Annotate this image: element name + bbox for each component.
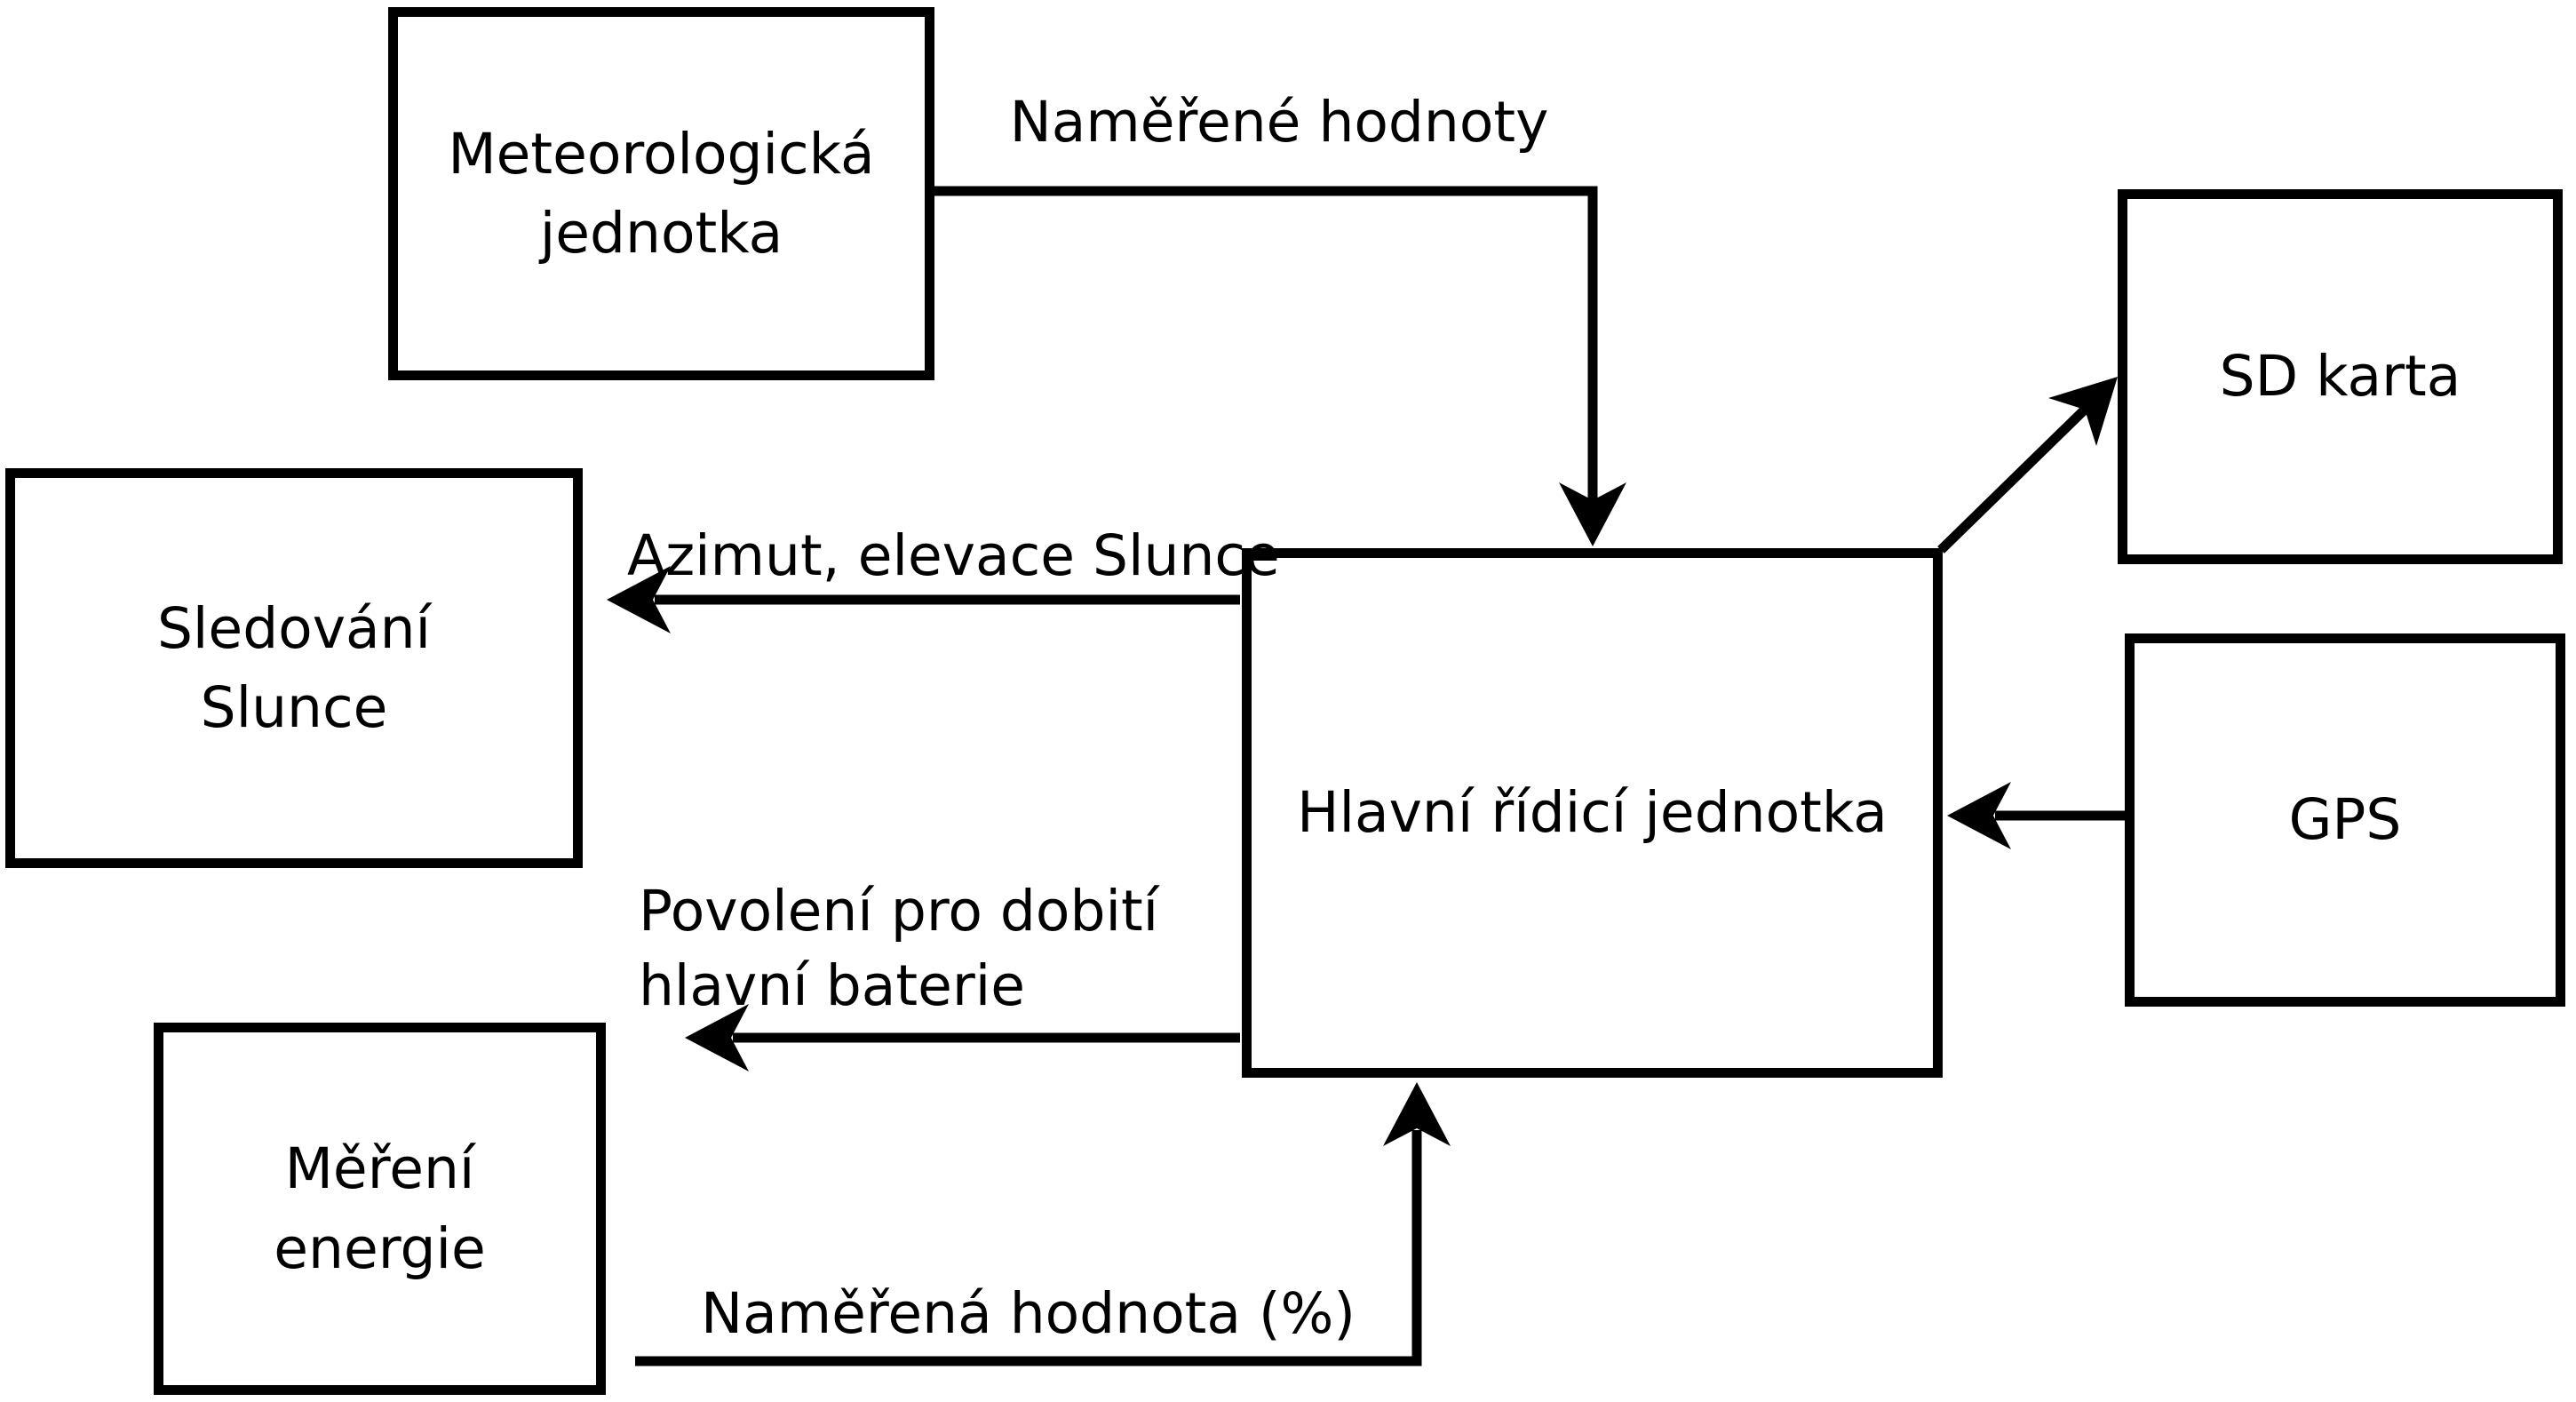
arrow-namerena-hodnota <box>635 1082 1451 1366</box>
label-povoleni-line1: Povolení pro dobití <box>639 879 1159 944</box>
label-povoleni-pro-dobiti: Povolení pro dobití hlavní baterie <box>639 874 1158 1024</box>
box-mereni-energie-label-line1: Měření <box>284 1136 475 1202</box>
box-gps: GPS <box>2125 633 2565 1007</box>
box-sledovani-slunce: Sledování Slunce <box>5 468 583 868</box>
box-sledovani-slunce-label-line1: Sledování <box>156 595 432 661</box>
arrow-namerene-hodnoty <box>934 186 1626 546</box>
arrow-azimut-elevace <box>607 566 1240 633</box>
arrow-povoleni-dobiti <box>685 1004 1240 1071</box>
label-namerene-hodnoty: Naměřené hodnoty <box>1009 90 1549 155</box>
box-sledovani-slunce-label-line2: Slunce <box>200 675 388 740</box>
box-hlavni-ridici-jednotka: Hlavní řídicí jednotka <box>1242 548 1943 1078</box>
box-hlavni-ridici-jednotka-label: Hlavní řídicí jednotka <box>1297 780 1888 846</box>
arrow-gps <box>1947 782 2127 849</box>
box-meteorologicka-jednotka-label-line1: Meteorologická <box>448 121 875 187</box>
label-povoleni-line2: hlavní baterie <box>639 952 1026 1018</box>
box-sd-karta-label: SD karta <box>2219 344 2461 410</box>
label-namerena-hodnota: Naměřená hodnota (%) <box>701 1281 1356 1346</box>
box-sd-karta: SD karta <box>2118 189 2563 564</box>
arrow-sd-karta <box>1937 377 2118 554</box>
box-gps-label: GPS <box>2288 787 2402 853</box>
box-meteorologicka-jednotka: Meteorologická jednotka <box>388 7 934 380</box>
label-azimut-elevace-slunce: Azimut, elevace Slunce <box>627 523 1280 588</box>
box-meteorologicka-jednotka-label-line2: jednotka <box>539 201 783 266</box>
box-mereni-energie-label-line2: energie <box>274 1215 486 1281</box>
box-mereni-energie: Měření energie <box>154 1023 606 1395</box>
